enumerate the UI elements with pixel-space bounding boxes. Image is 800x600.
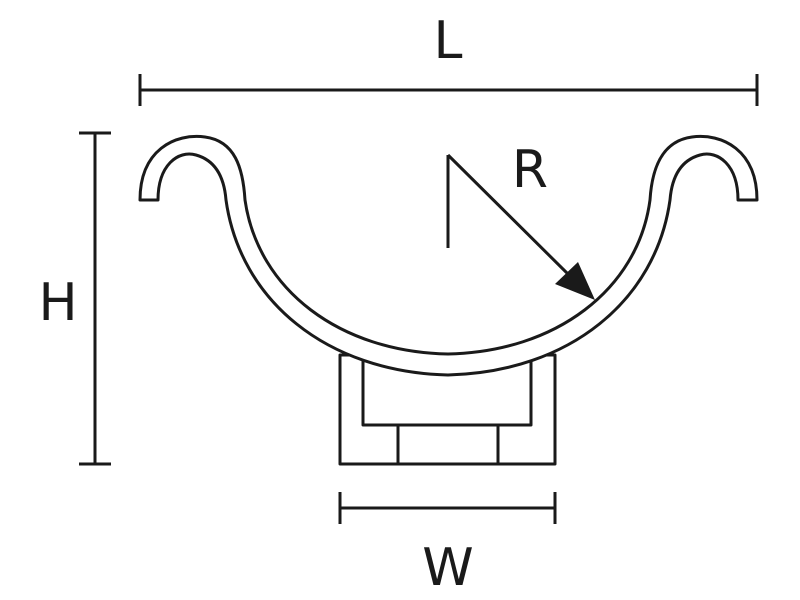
radius-leader-line [446, 153, 574, 280]
length-dimension: L [138, 11, 759, 106]
width-label: W [422, 538, 473, 598]
height-dimension: H [38, 131, 111, 466]
length-label: L [434, 11, 463, 71]
clip-profile [138, 134, 759, 377]
width-dimension: W [338, 492, 557, 598]
radius-indicator: R [446, 140, 595, 300]
height-label: H [38, 273, 77, 333]
radius-label: R [512, 140, 548, 200]
radius-arrowhead [555, 262, 595, 300]
